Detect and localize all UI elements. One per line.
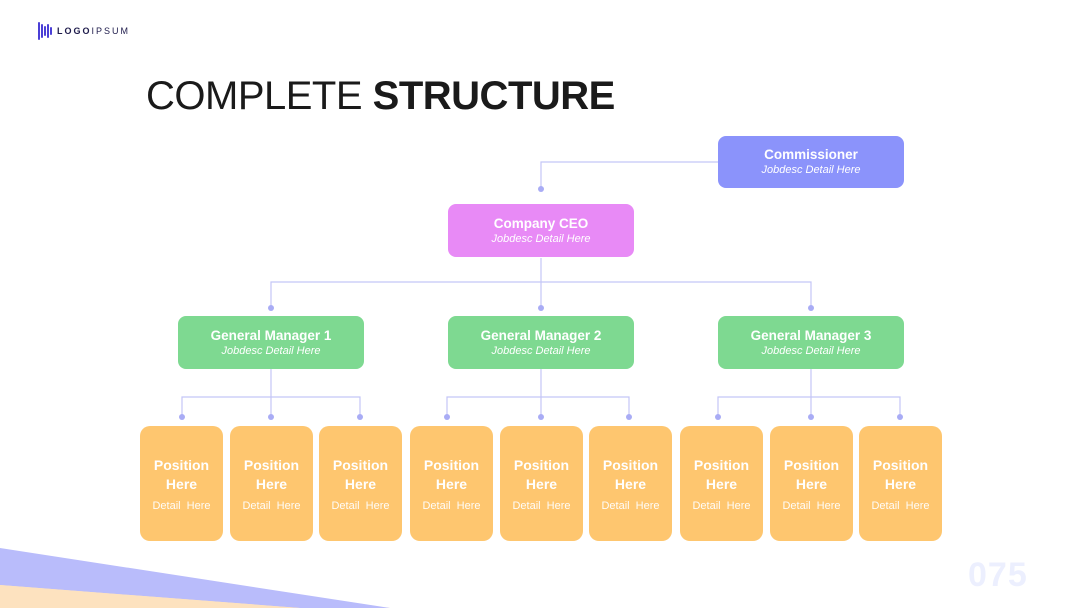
position-detail: Detail Here [692, 499, 751, 512]
manager-box-1: General Manager 1 Jobdesc Detail Here [178, 316, 364, 369]
position-box-9: Position Here Detail Here [859, 426, 942, 541]
position-box-6: Position Here Detail Here [589, 426, 672, 541]
position-box-3: Position Here Detail Here [319, 426, 402, 541]
ceo-name: Company CEO [493, 215, 589, 231]
title-bold: STRUCTURE [372, 74, 616, 118]
position-name: Position Here [602, 456, 659, 492]
commissioner-name: Commissioner [764, 147, 858, 162]
logo: LOGOIPSUM [38, 22, 130, 40]
manager-desc: Jobdesc Detail Here [491, 344, 591, 357]
manager-name: General Manager 2 [480, 327, 602, 343]
logo-text-light: IPSUM [91, 26, 131, 36]
position-name: Position Here [513, 456, 570, 492]
position-detail: Detail Here [512, 499, 571, 512]
position-detail: Detail Here [871, 499, 930, 512]
position-box-8: Position Here Detail Here [770, 426, 853, 541]
page-title: COMPLETE STRUCTURE [146, 74, 615, 119]
logo-text: LOGOIPSUM [57, 26, 130, 36]
ceo-box: Company CEO Jobdesc Detail Here [448, 204, 634, 257]
position-box-1: Position Here Detail Here [140, 426, 223, 541]
position-detail: Detail Here [152, 499, 211, 512]
manager-box-3: General Manager 3 Jobdesc Detail Here [718, 316, 904, 369]
position-name: Position Here [243, 456, 300, 492]
logo-icon [38, 22, 52, 40]
position-detail: Detail Here [242, 499, 301, 512]
manager-box-2: General Manager 2 Jobdesc Detail Here [448, 316, 634, 369]
position-detail: Detail Here [422, 499, 481, 512]
position-box-2: Position Here Detail Here [230, 426, 313, 541]
commissioner-desc: Jobdesc Detail Here [761, 164, 861, 176]
position-name: Position Here [693, 456, 750, 492]
manager-name: General Manager 3 [750, 327, 872, 343]
position-box-5: Position Here Detail Here [500, 426, 583, 541]
position-name: Position Here [153, 456, 210, 492]
position-detail: Detail Here [331, 499, 390, 512]
position-box-4: Position Here Detail Here [410, 426, 493, 541]
page-number: 075 [968, 556, 1028, 594]
commissioner-box: Commissioner Jobdesc Detail Here [718, 136, 904, 188]
position-detail: Detail Here [782, 499, 841, 512]
position-name: Position Here [783, 456, 840, 492]
title-light: COMPLETE [146, 74, 363, 118]
position-detail: Detail Here [601, 499, 660, 512]
manager-name: General Manager 1 [210, 327, 332, 343]
manager-desc: Jobdesc Detail Here [221, 344, 321, 357]
position-box-7: Position Here Detail Here [680, 426, 763, 541]
logo-text-bold: LOGO [57, 26, 92, 36]
manager-desc: Jobdesc Detail Here [761, 344, 861, 357]
ceo-desc: Jobdesc Detail Here [491, 232, 591, 245]
position-name: Position Here [332, 456, 389, 492]
position-name: Position Here [423, 456, 480, 492]
position-name: Position Here [872, 456, 929, 492]
